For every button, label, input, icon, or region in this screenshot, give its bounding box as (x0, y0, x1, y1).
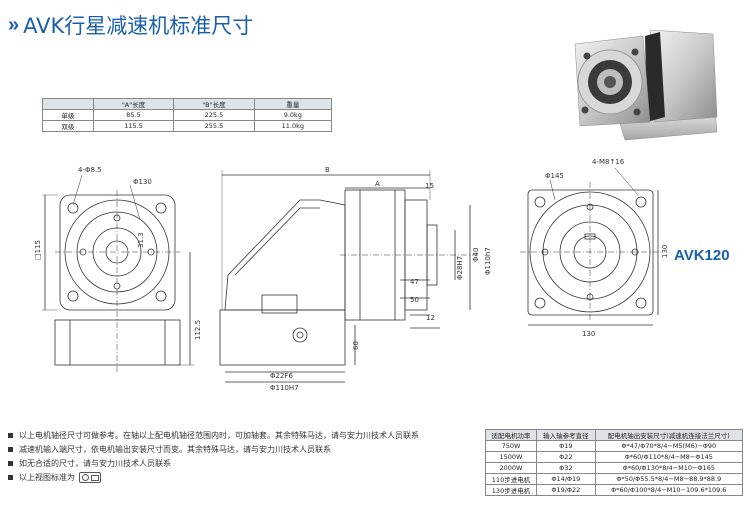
notes-list: 以上电机轴径尺寸可做参考。在轴以上配电机轴径范围内时，可加轴套。其余特殊马达，请… (8, 428, 419, 484)
motor-cell: Φ14/Φ19 (536, 473, 596, 485)
list-item: 以上视图标准为 (8, 470, 419, 484)
dim-label: Φ110h7 (484, 247, 492, 275)
middle-view (219, 170, 480, 383)
left-shaft-circle (105, 240, 129, 264)
dim-label: 4-M8↑16 (592, 158, 625, 166)
bullet-icon (8, 446, 13, 452)
table-row: 130步进电机 Φ19/Φ22 Φ*60/Φ100*8/4−M10−109.6*… (484, 484, 744, 496)
dim-label: 60 (352, 341, 360, 350)
projection-symbol-icon (79, 471, 101, 483)
motor-cell: Φ*47/Φ70*8/4−M5(M6)−Φ90 (594, 440, 744, 452)
motor-header-cell: 适配电机功率 (484, 429, 538, 441)
table-row: 2000W Φ32 Φ*60/Φ130*8/4−M10−Φ165 (484, 462, 744, 474)
dim-label: □115 (34, 240, 42, 260)
motor-cell: Φ19/Φ22 (536, 484, 596, 496)
motor-cell: Φ32 (536, 462, 596, 474)
table-row: 110步进电机 Φ14/Φ19 Φ*50/Φ55.5*8/4−M8−88.9*8… (484, 473, 744, 485)
dim-label: 15 (425, 182, 434, 190)
spec-cell: 255.5 (173, 120, 255, 132)
motor-cell: 1500W (484, 451, 538, 463)
motor-cell: Φ*50/Φ55.5*8/4−M8−88.9*88.9 (594, 473, 744, 485)
list-item: 如无合适的尺寸，请与安力川技术人员联系 (8, 456, 419, 470)
spec-cell: 225.5 (173, 109, 255, 121)
note-text: 减速机输入端尺寸，依电机输出安装尺寸而变。其余特殊马达，请与安力川技术人员联系 (19, 444, 331, 454)
right-flange-outline (527, 189, 654, 316)
spec-cell: 9.0kg (253, 109, 333, 121)
spec-header-cell: 重量 (253, 98, 333, 110)
mid-elbow (224, 199, 346, 311)
note-text: 如无合适的尺寸，请与安力川技术人员联系 (19, 458, 171, 468)
motor-cell: Φ22 (536, 451, 596, 463)
dim-label: Φ110H7 (270, 384, 299, 392)
table-row: 750W Φ19 Φ*47/Φ70*8/4−M5(M6)−Φ90 (484, 440, 744, 452)
dim-label: B (325, 166, 330, 174)
left-bolt-hole (155, 202, 167, 214)
dim-label: A (375, 180, 380, 188)
bullet-icon (8, 432, 13, 438)
table-row: 单级 85.5 225.5 9.0kg (42, 109, 333, 121)
left-bolt-hole (67, 202, 79, 214)
motor-cell: 110步进电机 (484, 473, 538, 485)
spec-header-cell: "A"长度 (92, 98, 175, 110)
spec-header-cell: "B"长度 (173, 98, 255, 110)
dim-label: Φ145 (545, 172, 564, 180)
technical-drawing: 4-Φ8.5 Φ130 □115 31.3 112.5 B A 15 Φ28H7… (34, 158, 669, 392)
spec-cell: 85.5 (92, 109, 175, 121)
dim-label: 130 (582, 330, 595, 338)
dim-label: 31.3 (137, 232, 145, 248)
motor-cell: Φ*60/Φ130*8/4−M10−Φ165 (594, 462, 744, 474)
note-text: 以上电机轴径尺寸可做参考。在轴以上配电机轴径范围内时，可加轴套。其余特殊马达，请… (19, 430, 419, 440)
dim-label: 112.5 (194, 320, 202, 340)
left-view (42, 174, 194, 372)
mid-clamp (261, 294, 298, 314)
list-item: 以上电机轴径尺寸可做参考。在轴以上配电机轴径范围内时，可加轴套。其余特殊马达，请… (8, 428, 419, 442)
motor-cell: Φ*60/Φ100*8/4−M10−109.6*109.6 (594, 484, 744, 496)
dim-label: 47 (410, 278, 419, 286)
left-bolt-hole (155, 290, 167, 302)
motor-table: 适配电机功率 输入轴参考直径 配电机轴出安装尺寸(减速机连接法兰尺寸) 750W… (484, 429, 744, 496)
page-header: » AVK行星减速机标准尺寸 (8, 12, 254, 39)
bullet-icon (8, 460, 13, 466)
dim-label: 4-Φ8.5 (78, 166, 102, 174)
mid-screw (292, 327, 308, 343)
bullet-icon (8, 474, 13, 480)
dim-label: Φ130 (133, 178, 152, 186)
spec-cell: 单级 (42, 109, 94, 121)
spec-header-cell (42, 98, 94, 110)
spec-cell: 115.5 (92, 120, 175, 132)
motor-cell: Φ19 (536, 440, 596, 452)
table-row: 双级 115.5 255.5 11.0kg (42, 120, 333, 132)
chevron-icon: » (8, 13, 19, 36)
dim-label: 12 (426, 314, 435, 322)
motor-table-header: 适配电机功率 输入轴参考直径 配电机轴出安装尺寸(减速机连接法兰尺寸) (484, 429, 744, 441)
dim-label: Φ22F6 (270, 372, 293, 380)
note-text: 以上视图标准为 (19, 472, 75, 482)
motor-cell: Φ*60/Φ110*8/4−M8−Φ145 (594, 451, 744, 463)
dim-label: 50 (410, 296, 419, 304)
right-view (520, 167, 660, 326)
motor-header-cell: 输入轴参考直径 (536, 429, 596, 441)
mid-base (219, 309, 346, 366)
motor-cell: 750W (484, 440, 538, 452)
list-item: 减速机输入端尺寸，依电机输出安装尺寸而变。其余特殊马达，请与安力川技术人员联系 (8, 442, 419, 456)
dim-label: Φ40 (472, 248, 480, 262)
dim-label: 130 (661, 245, 669, 258)
motor-cell: 130步进电机 (484, 484, 538, 496)
product-photo (574, 29, 718, 141)
motor-header-cell: 配电机轴出安装尺寸(减速机连接法兰尺寸) (594, 429, 744, 441)
left-base-block (54, 319, 181, 366)
spec-cell: 11.0kg (253, 120, 333, 132)
page-title: AVK行星减速机标准尺寸 (23, 14, 254, 38)
left-bolt-hole (67, 290, 79, 302)
motor-cell: 2000W (484, 462, 538, 474)
left-flange-outline (59, 194, 176, 311)
dim-label: Φ28H7 (456, 256, 464, 280)
model-label: AVK120 (674, 247, 730, 264)
table-row: 1500W Φ22 Φ*60/Φ110*8/4−M8−Φ145 (484, 451, 744, 463)
spec-table-header: "A"长度 "B"长度 重量 (42, 98, 333, 110)
spec-table: "A"长度 "B"长度 重量 单级 85.5 225.5 9.0kg 双级 11… (42, 98, 333, 132)
spec-cell: 双级 (42, 120, 94, 132)
